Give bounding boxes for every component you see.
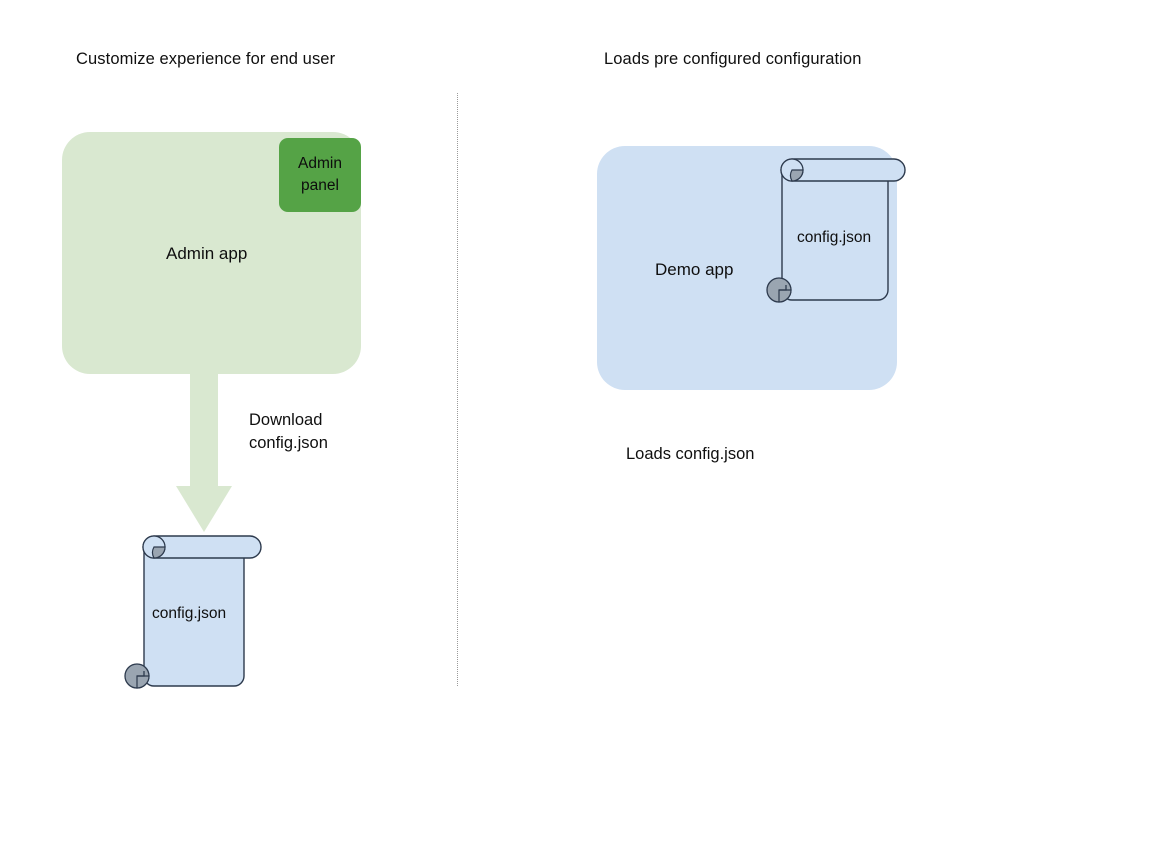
download-arrow-icon (176, 366, 232, 532)
admin-app-label: Admin app (166, 244, 248, 263)
admin-panel-box[interactable]: Admin panel (279, 138, 361, 212)
vertical-dotted-divider (457, 93, 458, 686)
download-arrow-caption: Download config.json (249, 409, 328, 454)
download-caption-line2: config.json (249, 433, 328, 452)
config-json-label-right: config.json (797, 229, 872, 246)
config-json-document-right (766, 158, 906, 303)
admin-panel-label-line2: panel (301, 177, 339, 194)
config-json-label-left: config.json (152, 605, 227, 622)
admin-panel-label-line1: Admin (298, 155, 342, 172)
config-json-document-left (124, 535, 262, 689)
right-section-title: Loads pre configured configuration (604, 50, 862, 68)
demo-app-label: Demo app (655, 260, 734, 279)
loads-config-caption: Loads config.json (626, 445, 755, 463)
left-section-title: Customize experience for end user (76, 50, 336, 68)
download-caption-line1: Download (249, 411, 323, 429)
admin-panel-label: Admin panel (298, 153, 342, 197)
